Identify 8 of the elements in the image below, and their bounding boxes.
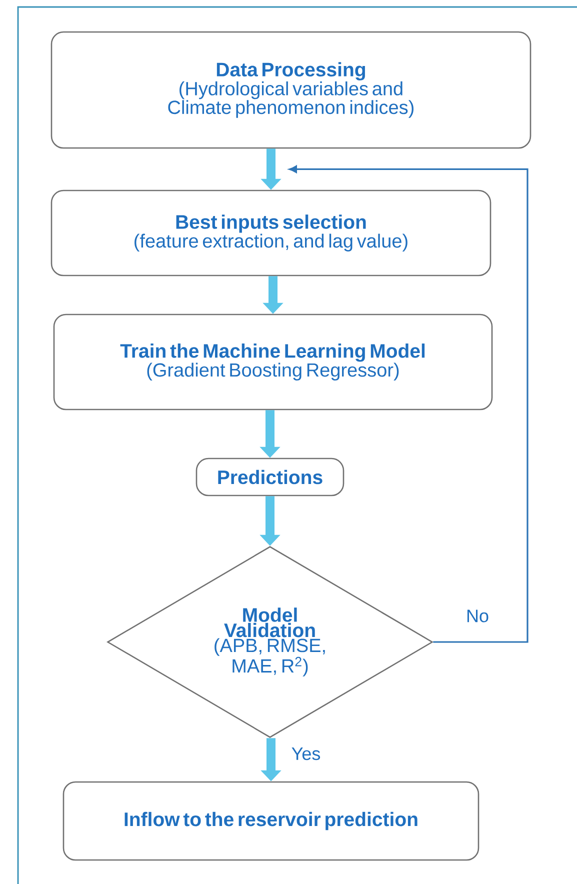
process-box: Train the Machine Learning Model (Gradient Boosting Regressor)	[53, 314, 493, 410]
arrow	[288, 165, 528, 643]
edge-label: No	[467, 610, 488, 622]
edge-label: Yes	[292, 748, 320, 760]
process-box: Data Processing (Hydrological variables and Climate phenomenon indices)	[50, 31, 532, 149]
process-box: Predictions	[196, 458, 344, 496]
process-box: Inflow to the reservoir prediction	[62, 781, 480, 861]
process-box: Best inputs selection (feature extraction, and lag value)	[50, 190, 492, 276]
